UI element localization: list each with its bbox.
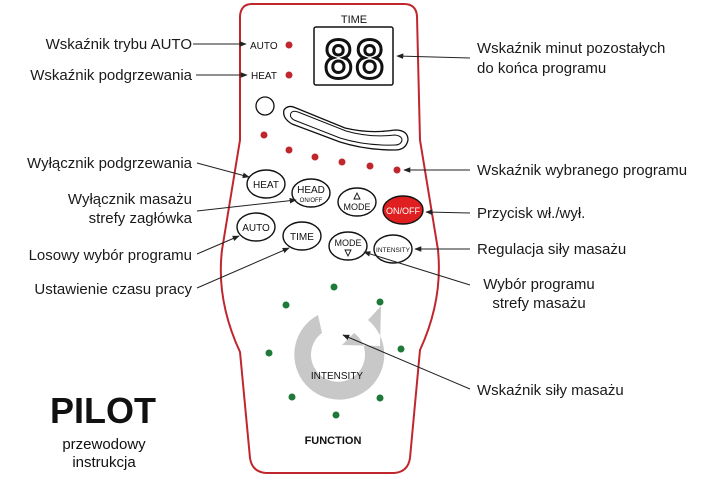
mode-up-button-label: MODE	[344, 202, 371, 212]
mode-up-button[interactable]: MODE	[337, 187, 377, 217]
program-led	[311, 153, 319, 161]
head-button-sublabel: ON/OFF	[300, 198, 323, 204]
rotate-arrow-icon	[294, 306, 385, 400]
callout-auto-mode: Wskaźnik trybu AUTO	[46, 36, 192, 53]
program-led	[393, 166, 401, 174]
on-off-button[interactable]: ON/OFF	[382, 195, 424, 225]
time-button[interactable]: TIME	[282, 221, 322, 251]
intensity-dial-label: INTENSITY	[311, 371, 364, 382]
callout-intensity-adjust: Regulacja siły masażu	[477, 241, 626, 258]
pilot-title: PILOT	[50, 390, 156, 431]
callout-random-program: Losowy wybór programu	[29, 247, 192, 264]
massage-chair-icon	[255, 96, 409, 151]
callout-heating: Wskaźnik podgrzewania	[30, 67, 192, 84]
heat-indicator-led	[285, 71, 293, 79]
callout-minutes-line1: Wskaźnik minut pozostałych	[477, 40, 665, 57]
intensity-led	[265, 349, 273, 357]
callout-minutes-line2: do końca programu	[477, 60, 606, 77]
intensity-dial[interactable]: INTENSITY	[294, 306, 385, 400]
callout-zone-line2: strefy masażu	[492, 295, 585, 312]
program-indicator-leds	[260, 131, 401, 174]
remote-body-outline	[219, 3, 440, 474]
heat-button-label: HEAT	[253, 180, 279, 191]
program-led	[338, 158, 346, 166]
intensity-button-label: INTENSITY	[376, 247, 411, 254]
intensity-led	[332, 411, 340, 419]
callout-work-time: Ustawienie czasu pracy	[34, 281, 192, 298]
callout-power-button: Przycisk wł./wył.	[477, 205, 585, 222]
leader-lines	[193, 41, 471, 390]
function-label: FUNCTION	[305, 435, 362, 447]
heat-button[interactable]: HEAT	[246, 169, 286, 199]
mode-down-button-label: MODE	[335, 238, 362, 248]
intensity-led	[282, 301, 290, 309]
intensity-leds	[265, 283, 405, 419]
minutes-display-digits: 88	[323, 31, 386, 91]
time-display-label: TIME	[341, 14, 367, 26]
auto-button-label: AUTO	[242, 223, 270, 234]
callout-zone-line1: Wybór programu	[483, 276, 595, 293]
time-button-label: TIME	[290, 232, 314, 243]
intensity-led	[376, 394, 384, 402]
intensity-led	[288, 393, 296, 401]
triangle-down-icon	[344, 249, 352, 258]
head-button-label: HEAD	[297, 185, 325, 196]
program-led	[366, 162, 374, 170]
callout-head-line2: strefy zagłówka	[89, 210, 193, 227]
program-led	[285, 146, 293, 154]
intensity-led	[330, 283, 338, 291]
intensity-led	[397, 345, 405, 353]
triangle-up-icon	[353, 191, 361, 200]
callout-intensity-indicator: Wskaźnik siły masażu	[477, 382, 624, 399]
program-led	[260, 131, 268, 139]
pilot-subtitle-line1: przewodowy	[62, 436, 146, 453]
minutes-display	[313, 26, 394, 86]
auto-button[interactable]: AUTO	[236, 212, 276, 242]
auto-indicator-label: AUTO	[250, 41, 278, 52]
callout-head-line1: Wyłącznik masażu	[68, 191, 192, 208]
callout-heat-switch: Wyłącznik podgrzewania	[27, 155, 193, 172]
intensity-led	[376, 298, 384, 306]
mode-down-button[interactable]: MODE	[328, 231, 368, 261]
pilot-subtitle-line2: instrukcja	[72, 454, 136, 471]
auto-indicator-led	[285, 41, 293, 49]
intensity-button[interactable]: INTENSITY	[373, 234, 413, 264]
heat-indicator-label: HEAT	[251, 71, 277, 82]
on-off-button-label: ON/OFF	[386, 206, 420, 216]
head-on-off-button[interactable]: HEAD ON/OFF	[291, 178, 331, 208]
callout-selected-program: Wskaźnik wybranego programu	[477, 162, 687, 179]
